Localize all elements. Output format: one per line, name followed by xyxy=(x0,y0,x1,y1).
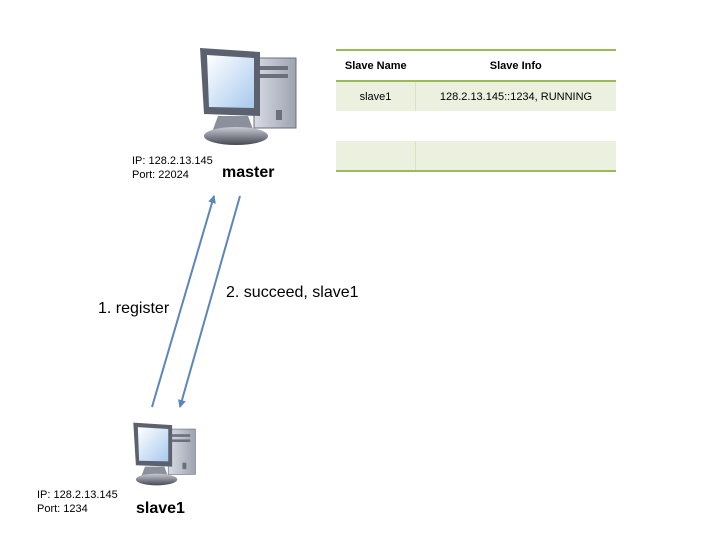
cell-slave-info xyxy=(415,111,616,141)
slave-name: slave1 xyxy=(136,500,185,517)
cell-slave-name xyxy=(336,141,416,172)
succeed-label: 2. succeed, slave1 xyxy=(226,284,359,301)
register-arrow xyxy=(151,195,216,408)
table-header-row: Slave Name Slave Info xyxy=(336,49,616,82)
slave-table: Slave Name Slave Info slave1 128.2.13.14… xyxy=(336,49,616,172)
table-row xyxy=(336,141,616,172)
header-slave-info: Slave Info xyxy=(415,49,616,82)
slave-ip: IP: 128.2.13.145 xyxy=(37,489,118,501)
master-computer-icon xyxy=(200,48,297,145)
cell-slave-name xyxy=(336,111,416,141)
succeed-arrow xyxy=(178,195,241,408)
slave-port: Port: 1234 xyxy=(37,503,88,515)
master-name: master xyxy=(222,164,275,181)
master-port: Port: 22024 xyxy=(132,169,189,181)
header-slave-name: Slave Name xyxy=(336,49,416,82)
cell-slave-info xyxy=(415,141,616,172)
master-address: IP: 128.2.13.145 Port: 22024 xyxy=(132,154,213,182)
cell-slave-name: slave1 xyxy=(336,81,416,111)
slave-computer-icon xyxy=(133,422,196,486)
slave-address: IP: 128.2.13.145 Port: 1234 xyxy=(37,488,118,516)
table-row xyxy=(336,111,616,141)
master-ip: IP: 128.2.13.145 xyxy=(132,155,213,167)
cell-slave-info: 128.2.13.145::1234, RUNNING xyxy=(415,81,616,111)
table-row: slave1 128.2.13.145::1234, RUNNING xyxy=(336,81,616,111)
register-label: 1. register xyxy=(98,300,170,317)
